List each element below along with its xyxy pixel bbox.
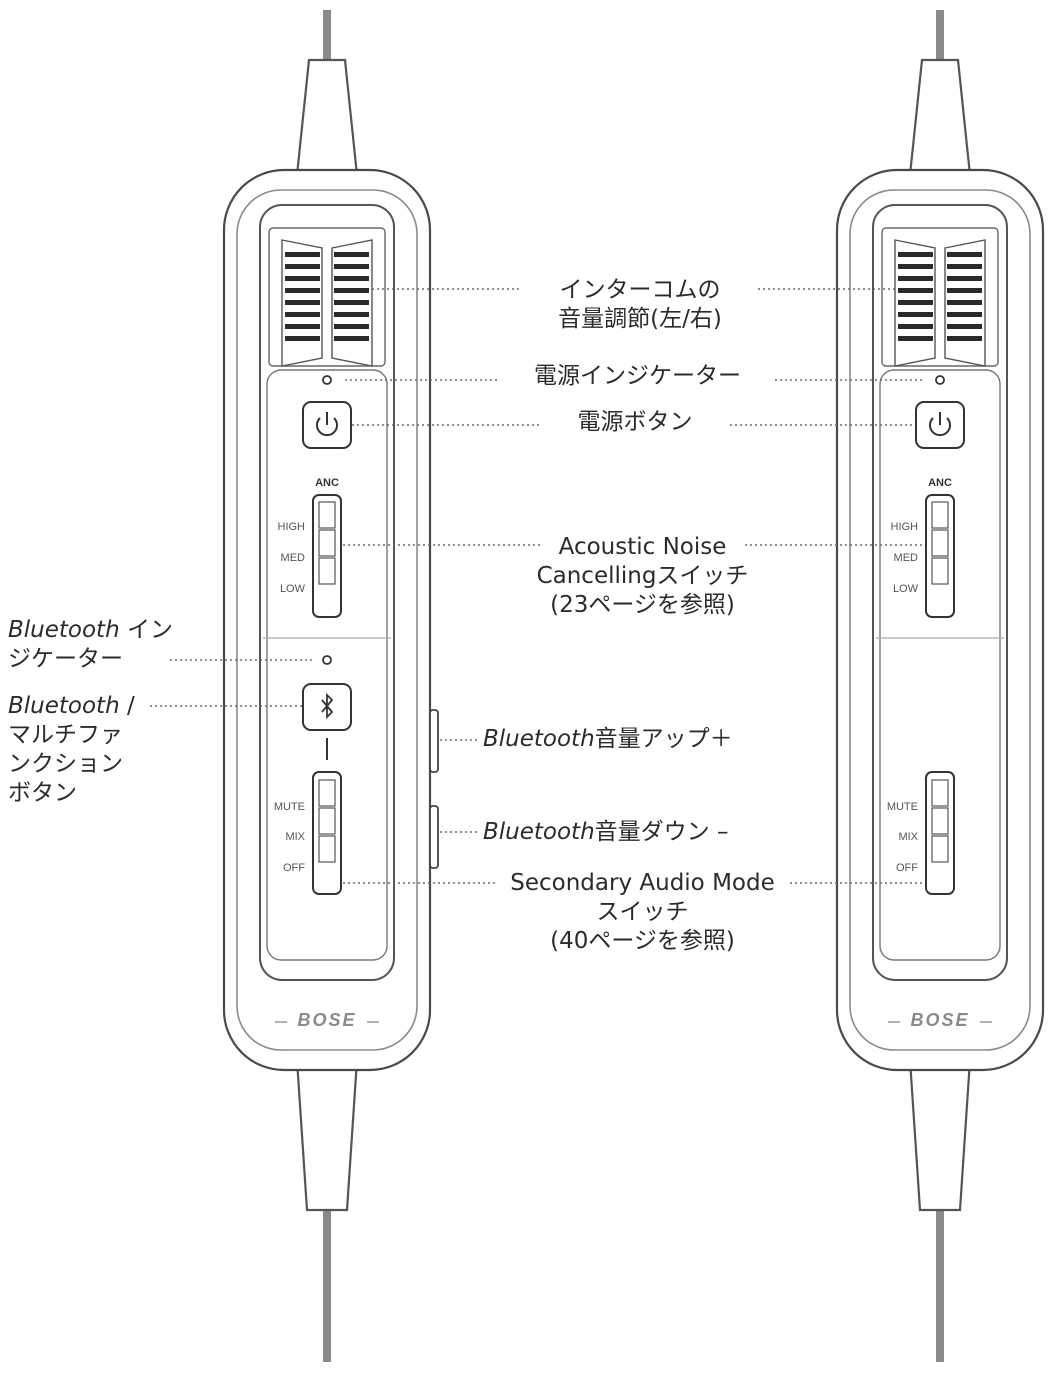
anc-med-label: MED — [281, 552, 306, 564]
mix-label: MIX — [898, 831, 918, 843]
secondary-audio-line3: (40ページを参照) — [550, 928, 735, 954]
anc-label-line2: Cancellingスイッチ — [536, 563, 749, 589]
anc-switch-left[interactable]: ANC HIGH MED LOW — [278, 477, 342, 618]
anc-low-label: LOW — [893, 583, 919, 595]
off-label: OFF — [283, 862, 305, 874]
bt-button-line2: マルチファ — [8, 722, 123, 748]
bt-down-brand: Bluetooth — [483, 819, 595, 845]
left-controller: ANC HIGH MED LOW MUTE MIX OFF BOSE — [224, 10, 439, 1362]
bluetooth-indicator-led — [322, 655, 332, 665]
secondary-audio-label: Secondary Audio Mode スイッチ (40ページを参照) — [495, 869, 790, 956]
intercom-volume-line2: 音量調節(左/右) — [558, 306, 722, 332]
power-indicator-led-right — [935, 375, 945, 385]
mute-label: MUTE — [887, 801, 918, 813]
intercom-volume-line1: インターコムの — [559, 277, 721, 303]
power-button-left[interactable] — [302, 401, 352, 449]
anc-switch-right[interactable]: ANC HIGH MED LOW — [891, 477, 955, 618]
bt-up-brand: Bluetooth — [483, 726, 595, 752]
anc-high-label: HIGH — [278, 521, 306, 533]
anc-label-line1: Acoustic Noise — [558, 534, 727, 560]
bt-indicator-line2: ジケーター — [8, 646, 123, 672]
bluetooth-volume-up-label: Bluetooth音量アップ＋ — [483, 725, 733, 754]
bluetooth-volume-up-button[interactable] — [429, 709, 439, 773]
power-indicator-label: 電源インジケーター — [534, 363, 741, 389]
power-button-label: 電源ボタン — [577, 409, 693, 435]
mix-label: MIX — [285, 831, 305, 843]
power-indicator-led-left — [322, 375, 332, 385]
bt-indicator-rest: イン — [119, 617, 173, 643]
secondary-audio-switch-right[interactable]: MUTE MIX OFF — [887, 771, 955, 895]
off-label: OFF — [896, 862, 918, 874]
bt-button-line4: ボタン — [8, 780, 77, 806]
secondary-audio-line1: Secondary Audio Mode — [510, 870, 775, 896]
bluetooth-button-label: Bluetooth / マルチファ ンクション ボタン — [8, 692, 135, 808]
anc-switch-label: Acoustic Noise Cancellingスイッチ (23ページを参照) — [510, 533, 775, 620]
anc-low-label: LOW — [280, 583, 306, 595]
anc-title: ANC — [315, 477, 339, 489]
bose-logo: BOSE — [297, 1010, 356, 1030]
power-icon — [929, 412, 951, 437]
bluetooth-volume-down-label: Bluetooth音量ダウン – — [483, 818, 728, 847]
anc-high-label: HIGH — [891, 521, 919, 533]
power-button-right[interactable] — [915, 401, 965, 449]
bt-button-rest: / — [119, 693, 135, 719]
secondary-audio-switch-left[interactable]: MUTE MIX OFF — [274, 771, 342, 895]
bluetooth-indicator-label: Bluetooth イン ジケーター — [8, 616, 173, 674]
bluetooth-button[interactable] — [302, 683, 352, 731]
anc-med-label: MED — [894, 552, 919, 564]
bt-button-line3: ンクション — [8, 751, 123, 777]
intercom-volume-grille-left[interactable] — [281, 239, 373, 367]
anc-label-line3: (23ページを参照) — [550, 592, 735, 618]
bt-indicator-brand: Bluetooth — [8, 617, 120, 643]
intercom-volume-label: インターコムの 音量調節(左/右) — [520, 276, 760, 334]
bluetooth-volume-down-button[interactable] — [429, 805, 439, 869]
anc-title: ANC — [928, 477, 952, 489]
bt-up-rest: 音量アップ＋ — [594, 726, 733, 752]
intercom-volume-grille-right[interactable] — [894, 239, 986, 367]
bose-logo: BOSE — [910, 1010, 969, 1030]
bt-down-rest: 音量ダウン – — [594, 819, 729, 845]
leader-lines — [150, 288, 925, 884]
bt-button-brand: Bluetooth — [8, 693, 120, 719]
right-controller: ANC HIGH MED LOW MUTE MIX OFF BOSE — [837, 10, 1043, 1362]
mute-label: MUTE — [274, 801, 305, 813]
secondary-audio-line2: スイッチ — [596, 899, 689, 925]
bluetooth-icon — [321, 692, 334, 720]
power-icon — [316, 412, 338, 437]
